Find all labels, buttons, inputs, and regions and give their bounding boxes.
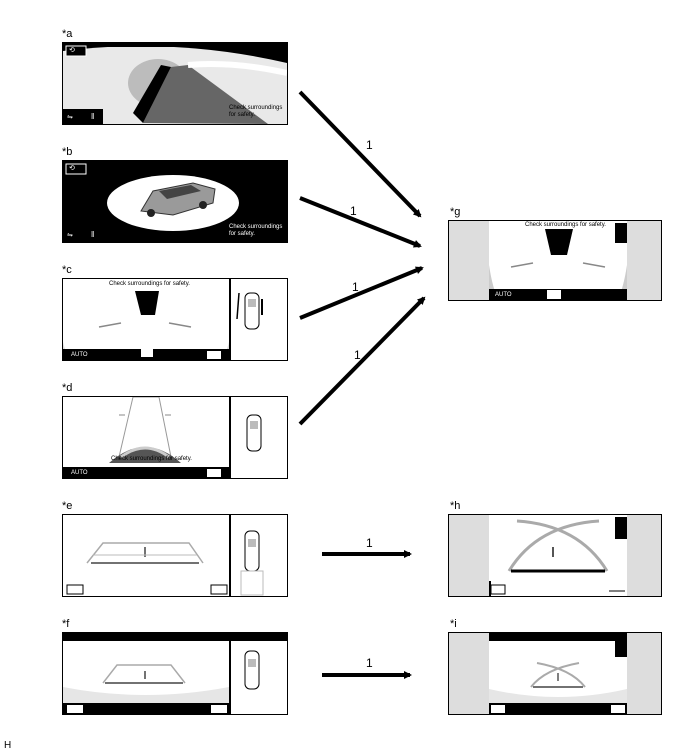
screen-g: Check surroundings for safety. AUTO bbox=[448, 220, 662, 301]
label-b: *b bbox=[62, 146, 73, 158]
arrow-a-to-g bbox=[298, 90, 422, 218]
caption-line-2: for safety. bbox=[229, 112, 255, 118]
arrow-number: 1 bbox=[350, 204, 357, 218]
arrow-number: 1 bbox=[352, 280, 359, 294]
label-d: *d bbox=[62, 382, 73, 394]
caption-line-2: for safety. bbox=[229, 231, 255, 237]
pause-icon: ‖ bbox=[91, 230, 95, 239]
arrow-d-to-g bbox=[298, 296, 426, 426]
auto-badge: AUTO bbox=[71, 352, 88, 358]
caption-check: Check surroundings for safety. bbox=[525, 222, 606, 228]
pause-icon: ‖ bbox=[91, 112, 95, 121]
screen-e bbox=[62, 514, 288, 597]
label-g: *g bbox=[450, 206, 461, 218]
figure-code: H bbox=[4, 740, 12, 751]
arrow-number: 1 bbox=[366, 536, 373, 550]
arrow-b-to-g bbox=[299, 196, 422, 248]
screen-c: Check surroundings for safety. AUTO bbox=[62, 278, 288, 361]
camera-icon: ⟲ bbox=[69, 47, 75, 54]
arrow-number: 1 bbox=[366, 656, 373, 670]
screen-a: ⟲ ⇋ ‖ Check surroundings for safety. bbox=[62, 42, 288, 125]
arrow-number: 1 bbox=[354, 348, 361, 362]
screen-b: ⟲ ⇋ ‖ Check surroundings for safety. bbox=[62, 160, 288, 243]
screen-f bbox=[62, 632, 288, 715]
auto-badge: AUTO bbox=[495, 292, 512, 298]
arrow-number: 1 bbox=[366, 138, 373, 152]
caption-check: Check surroundings for safety. bbox=[109, 281, 190, 287]
label-c: *c bbox=[62, 264, 72, 276]
car-icon: ⇋ bbox=[67, 232, 73, 239]
caption-line-1: Check surroundings bbox=[229, 224, 283, 230]
screen-d: Check surroundings for safety. AUTO bbox=[62, 396, 288, 479]
label-a: *a bbox=[62, 28, 73, 40]
label-f: *f bbox=[62, 618, 70, 630]
label-e: *e bbox=[62, 500, 73, 512]
arrow-c-to-g bbox=[299, 266, 424, 320]
caption-check: Check surroundings for safety. bbox=[111, 456, 192, 462]
caption-line-1: Check surroundings bbox=[229, 105, 283, 111]
label-i: *i bbox=[450, 618, 457, 630]
screen-h bbox=[448, 514, 662, 597]
label-h: *h bbox=[450, 500, 461, 512]
auto-badge: AUTO bbox=[71, 470, 88, 476]
camera-icon: ⟲ bbox=[69, 165, 75, 172]
screen-i bbox=[448, 632, 662, 715]
car-icon: ⇋ bbox=[67, 114, 73, 121]
